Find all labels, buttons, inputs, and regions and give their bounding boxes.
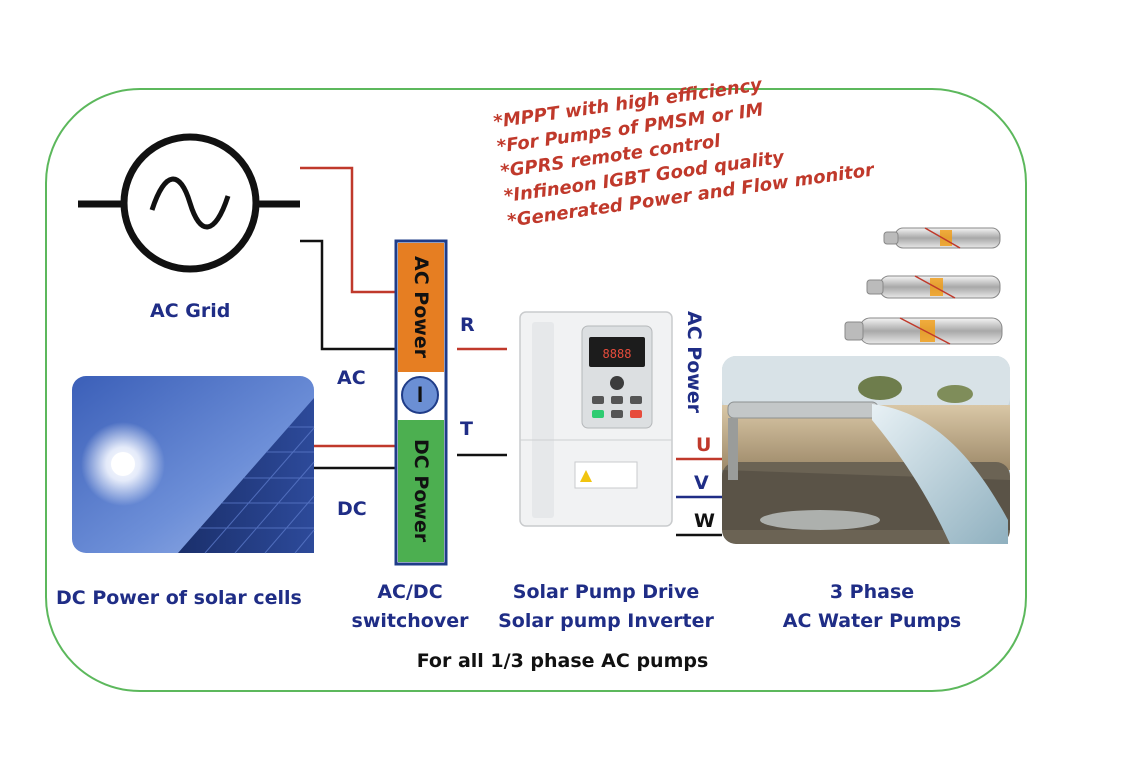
svg-text:8888: 8888 — [603, 347, 632, 361]
diagram-frame — [45, 88, 1027, 692]
dc-label: DC — [337, 498, 367, 520]
ac-grid-label: AC Grid — [150, 300, 231, 322]
wires-dc-input — [314, 444, 397, 470]
pumps-label: 3 Phase AC Water Pumps — [782, 581, 962, 632]
water-pump-outlet-image — [722, 356, 1010, 544]
submersible-pump-1 — [883, 227, 1001, 249]
phase-w-label: W — [694, 510, 715, 532]
phase-r-label: R — [460, 314, 475, 336]
submersible-pump-2 — [866, 275, 1001, 299]
switch-dc-power-label: DC Power — [410, 439, 432, 543]
submersible-pump-3 — [844, 317, 1003, 345]
ac-label: AC — [337, 367, 366, 389]
switch-ac-power-label: AC Power — [410, 256, 432, 359]
switchover-label: AC/DC switchover — [351, 581, 469, 632]
ac-grid-icon — [78, 133, 300, 273]
solar-pump-drive-image: 8888 — [519, 311, 673, 527]
phase-u-label: U — [696, 434, 712, 456]
phase-v-label: V — [694, 472, 709, 494]
wires-drive-to-pumps — [676, 457, 722, 537]
wires-switch-to-drive — [457, 347, 507, 457]
toggle-glyph: I — [416, 382, 424, 407]
switch-toggle[interactable]: I — [401, 376, 439, 414]
phase-t-label: T — [460, 418, 473, 440]
solar-panel-image — [72, 376, 315, 554]
ac-power-output-label: AC Power — [683, 311, 705, 414]
drive-label: Solar Pump Drive Solar pump Inverter — [498, 581, 714, 632]
solar-cells-label: DC Power of solar cells — [56, 587, 302, 609]
wires-ac-input — [300, 166, 397, 351]
footer-note: For all 1/3 phase AC pumps — [416, 650, 709, 672]
